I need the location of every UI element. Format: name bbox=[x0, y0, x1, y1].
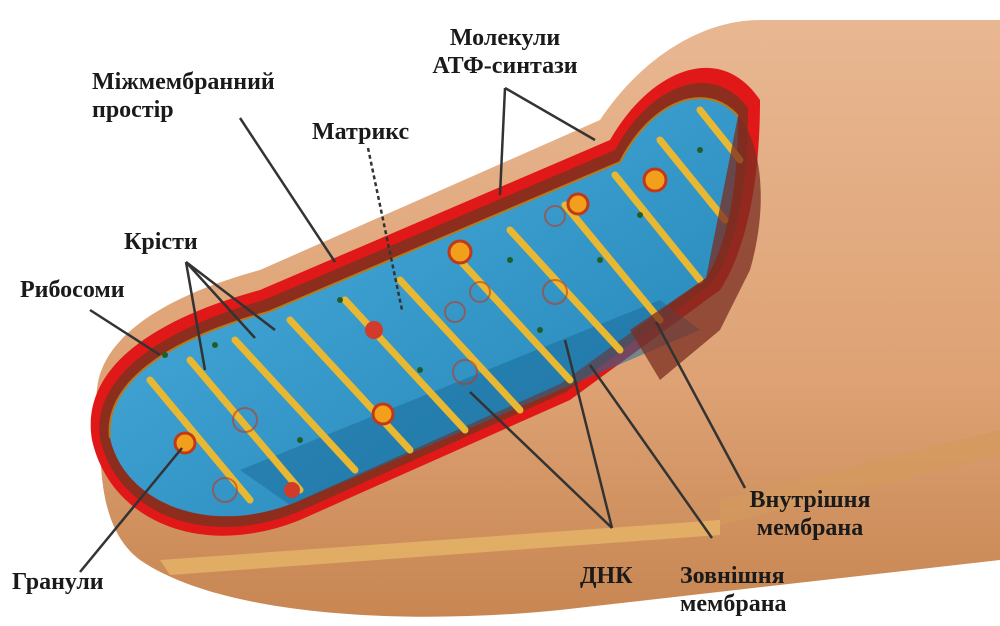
outer-membrane-label-line1: Зовнішня bbox=[680, 562, 787, 590]
intermembrane-label-line2: простір bbox=[92, 96, 275, 124]
outer-membrane-label: Зовнішня мембрана bbox=[680, 562, 787, 618]
inner-membrane-label-line1: Внутрішня bbox=[730, 486, 890, 514]
matrix-label: Матрикс bbox=[312, 118, 409, 146]
cristae-label: Крісти bbox=[124, 228, 198, 256]
granules-label: Гранули bbox=[12, 568, 104, 596]
inner-membrane-label-line2: мембрана bbox=[730, 514, 890, 542]
outer-membrane-label-line2: мембрана bbox=[680, 590, 787, 618]
atp-synthase-label-line1: Молекули bbox=[430, 24, 580, 52]
ribosomes-label: Рибосоми bbox=[20, 276, 125, 304]
intermembrane-label-line1: Міжмембранний bbox=[92, 68, 275, 96]
dna-label: ДНК bbox=[580, 562, 633, 590]
atp-synthase-label-line2: АТФ-синтази bbox=[430, 52, 580, 80]
intermembrane-space-label: Міжмембранний простір bbox=[92, 68, 275, 124]
inner-membrane-label: Внутрішня мембрана bbox=[730, 486, 890, 542]
atp-synthase-label: Молекули АТФ-синтази bbox=[430, 24, 580, 80]
